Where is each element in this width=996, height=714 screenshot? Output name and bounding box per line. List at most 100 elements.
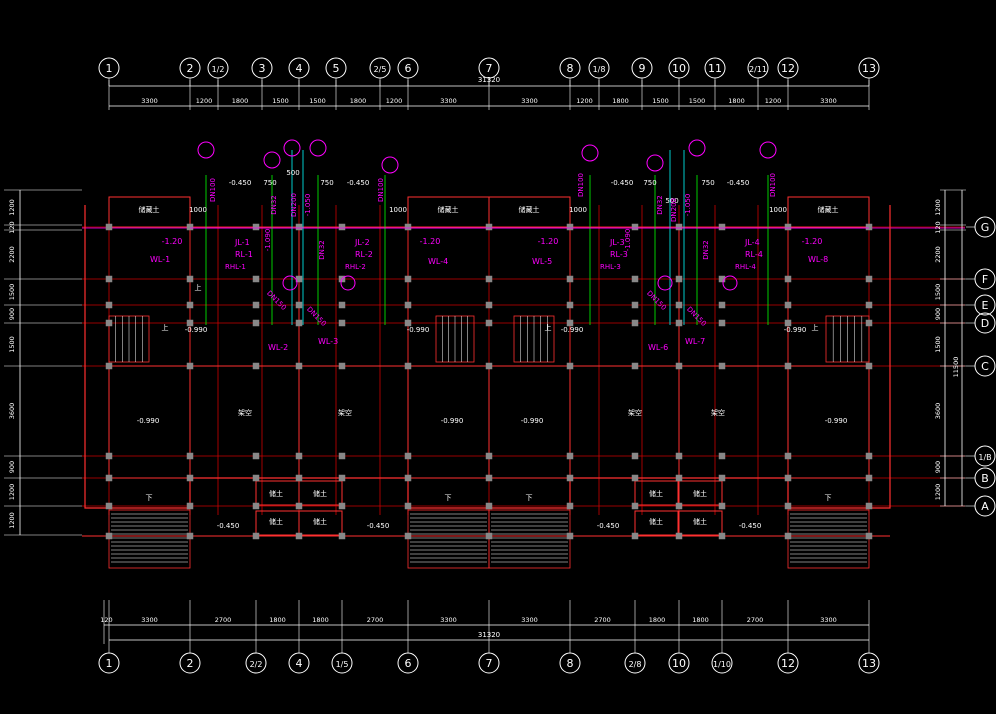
small-closet — [634, 480, 679, 506]
axis-top-3-label: 3 — [259, 62, 266, 75]
column — [784, 474, 792, 482]
dim-right-8: 1200 — [934, 484, 942, 501]
axis-right-7-label: A — [981, 500, 989, 513]
elev-terrace-1: -0.450 — [347, 179, 370, 187]
elev-pipe-1: -1.050 — [684, 194, 692, 217]
column — [485, 452, 493, 460]
stair-down-label-0: 下 — [146, 494, 153, 502]
closet-label-2: 储藏土 — [519, 205, 540, 214]
axis-right-3-label: D — [981, 317, 989, 330]
column — [566, 275, 574, 283]
column — [252, 532, 260, 540]
column — [718, 301, 726, 309]
closet-left — [108, 196, 191, 228]
column — [566, 301, 574, 309]
axis-bottom-1-label: 2 — [187, 657, 194, 670]
column — [675, 223, 683, 231]
column — [566, 474, 574, 482]
column — [784, 319, 792, 327]
pipe-riser — [722, 275, 738, 291]
axis-bottom-12-label: 13 — [862, 657, 876, 670]
column — [485, 362, 493, 370]
dn150-1: DN150 — [305, 305, 328, 328]
elev-stair-0: -0.990 — [185, 326, 208, 334]
pipe-riser — [282, 275, 298, 291]
column — [338, 452, 346, 460]
dim-bottom-8: 2700 — [594, 616, 611, 624]
dim-right-6: 3600 — [934, 403, 942, 420]
column — [338, 474, 346, 482]
dim-top-11: 1500 — [652, 97, 669, 105]
column — [631, 452, 639, 460]
axis-bottom-0-label: 1 — [106, 657, 113, 670]
dim-left-3: 1500 — [8, 284, 16, 301]
column — [718, 502, 726, 510]
column — [105, 223, 113, 231]
axis-top-0-label: 1 — [106, 62, 113, 75]
dim-left-4: 900 — [8, 308, 16, 320]
axis-right-6-label: B — [981, 472, 989, 485]
pipe-marker — [309, 139, 327, 157]
elev-pipe2-0: -1.090 — [264, 229, 272, 252]
axis-top-8-label: 7 — [486, 62, 493, 75]
stair-down-label-1: 下 — [445, 494, 452, 502]
group-3-rhl: RHL-4 — [735, 263, 756, 271]
column — [105, 362, 113, 370]
column — [295, 532, 303, 540]
column — [718, 362, 726, 370]
dim-bottom-10: 1800 — [692, 616, 709, 624]
dim-left-6: 3600 — [8, 403, 16, 420]
small-closet-label-6: 储土 — [649, 517, 663, 526]
column — [784, 362, 792, 370]
column — [295, 319, 303, 327]
column — [675, 301, 683, 309]
dim-right-0: 1200 — [934, 199, 942, 216]
val-1000-3: 1000 — [769, 206, 787, 214]
dim-right-2: 2200 — [934, 246, 942, 263]
group-0-jl: JL-1 — [234, 238, 250, 247]
pipe-marker — [581, 144, 599, 162]
closet-label-1: 储藏土 — [438, 205, 459, 214]
column — [338, 301, 346, 309]
column — [485, 319, 493, 327]
column — [252, 319, 260, 327]
stair-down-label-2: 下 — [526, 494, 533, 502]
val-750-0: 750 — [263, 179, 276, 187]
pipe-marker — [646, 154, 664, 172]
elev-stair-2: -0.990 — [561, 326, 584, 334]
dim-bottom-2: 2700 — [215, 616, 232, 624]
column — [105, 532, 113, 540]
closet-right — [787, 196, 870, 228]
axis-bottom-7-label: 8 — [567, 657, 574, 670]
elev-terrace-3: -0.450 — [727, 179, 750, 187]
dim-bottom-6: 3300 — [440, 616, 457, 624]
axis-bottom-6-label: 7 — [486, 657, 493, 670]
column — [338, 319, 346, 327]
dim-right-4: 900 — [934, 308, 942, 320]
column — [186, 275, 194, 283]
axis-top-1-label: 2 — [187, 62, 194, 75]
group-0-rhl: RHL-1 — [225, 263, 246, 271]
axis-bottom-10-label: 1/10 — [713, 660, 731, 669]
axis-top-12-label: 10 — [672, 62, 686, 75]
pipe-marker — [263, 151, 281, 169]
column — [105, 452, 113, 460]
column — [566, 532, 574, 540]
axis-top-9-label: 8 — [567, 62, 574, 75]
room-label-0: 架空 — [238, 408, 252, 417]
column — [404, 532, 412, 540]
column — [404, 319, 412, 327]
axis-top-16-label: 13 — [862, 62, 876, 75]
dim-bottom-4: 1800 — [312, 616, 329, 624]
axis-top-14-label: 2/11 — [749, 65, 767, 74]
elev-terrace-0: -0.450 — [229, 179, 252, 187]
dim-left-2: 2200 — [8, 246, 16, 263]
wl-main-2: WL-5 — [532, 257, 552, 266]
pipe-marker — [381, 156, 399, 174]
axis-right-2-label: E — [982, 299, 989, 312]
stair-bottom — [787, 509, 870, 569]
val-1000-2: 1000 — [569, 206, 587, 214]
core-outline — [678, 226, 789, 367]
column — [675, 532, 683, 540]
